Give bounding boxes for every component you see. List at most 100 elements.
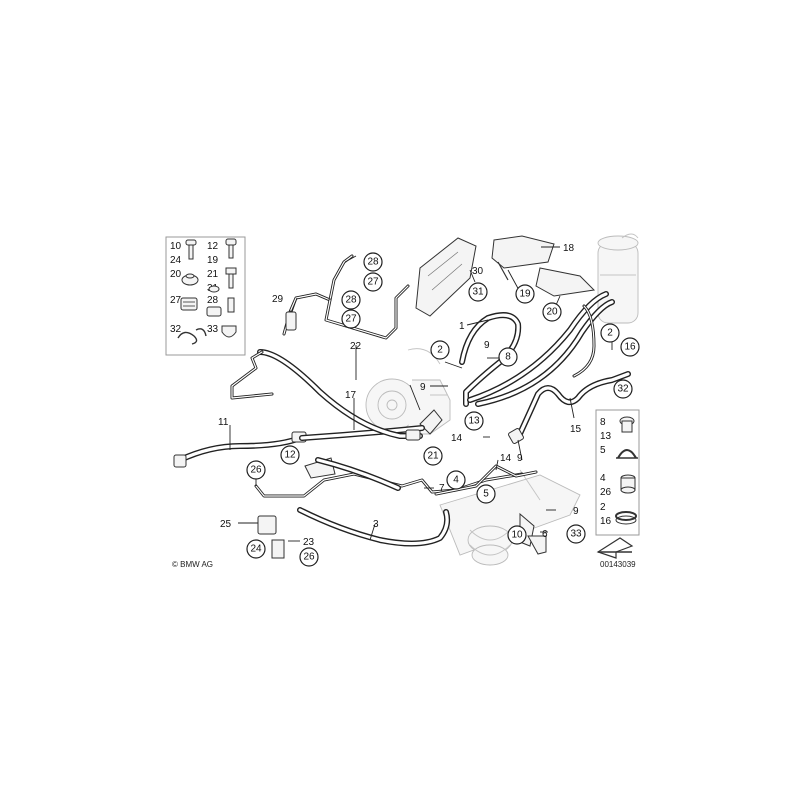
svg-text:27: 27 (345, 314, 357, 325)
legend-left-a-3: 21 (207, 269, 219, 280)
callout-5: 5 (476, 484, 496, 504)
hose-1 (459, 312, 522, 407)
svg-text:33: 33 (570, 529, 582, 540)
legend-left-a-7: 33 (207, 324, 219, 335)
callout-4: 4 (446, 470, 466, 490)
hose-3 (297, 507, 451, 547)
label-14-a: 14 (451, 433, 463, 444)
legend-left-b-1: 19 (207, 255, 219, 266)
legend-left-a-5: 28 (207, 295, 219, 306)
callout-2-reservoir: 2 (600, 323, 620, 343)
bracket-6 (527, 535, 547, 555)
svg-text:26: 26 (250, 465, 262, 476)
legend-box-left: 10 24 12 19 20 21 31 27 (165, 236, 246, 356)
legend-right-b-0: 13 (600, 431, 612, 442)
pipe-lower (254, 457, 538, 498)
svg-text:24: 24 (250, 544, 262, 555)
svg-text:28: 28 (367, 257, 379, 268)
callout-20: 20 (542, 302, 562, 322)
legend-right-b-2: 26 (600, 487, 612, 498)
callout-2-hose: 2 (430, 340, 450, 360)
power-steering-pump (365, 348, 451, 435)
bracket-21 (419, 409, 443, 435)
hose-17 (299, 425, 425, 441)
svg-text:31: 31 (472, 287, 484, 298)
label-29: 29 (272, 294, 284, 305)
callout-28-mid: 28 (341, 290, 361, 310)
legend-left-a-1: 12 (207, 241, 219, 252)
nut-icon (208, 285, 220, 293)
svg-text:28: 28 (345, 295, 357, 306)
svg-text:13: 13 (468, 416, 480, 427)
hose-clip-icon (177, 328, 207, 345)
svg-text:32: 32 (617, 384, 629, 395)
label-1: 1 (459, 321, 465, 332)
holder-25 (257, 515, 277, 535)
svg-text:21: 21 (427, 451, 439, 462)
callout-26-lower: 26 (299, 547, 319, 567)
leader-lines (229, 246, 613, 542)
label-11: 11 (218, 417, 229, 428)
plug-cap-icon (619, 416, 635, 433)
hose-clamp-icon (615, 511, 637, 525)
cap-icon (221, 325, 237, 338)
label-15: 15 (570, 424, 582, 435)
svg-text:20: 20 (546, 307, 558, 318)
legend-box-right: 8 13 5 4 26 2 16 (595, 409, 640, 536)
bracket-block-icon (206, 306, 222, 317)
hose-16 (572, 304, 596, 378)
holder-24 (271, 539, 285, 559)
hex-bolt-icon (225, 267, 237, 289)
legend-right-b-3: 16 (600, 516, 612, 527)
callout-21: 21 (423, 446, 443, 466)
bolt-icon (225, 238, 237, 259)
heat-shield-30 (415, 237, 477, 317)
seal-sleeve-icon (620, 474, 636, 494)
callout-10: 10 (507, 525, 527, 545)
label-22: 22 (350, 341, 362, 352)
drawing-number: 00143039 (600, 560, 636, 569)
svg-text:5: 5 (483, 489, 489, 500)
legend-left-a-4: 27 (170, 295, 182, 306)
callout-12: 12 (280, 445, 300, 465)
label-17: 17 (345, 390, 357, 401)
svg-text:8: 8 (505, 352, 511, 363)
legend-right-a-2: 4 (600, 473, 606, 484)
steering-gear-rack (439, 469, 581, 566)
label-9-a: 9 (484, 340, 490, 351)
grommet-icon (181, 273, 199, 286)
svg-text:16: 16 (624, 342, 636, 353)
copyright-text: © BMW AG (172, 560, 213, 569)
legend-left-a-6: 32 (170, 324, 182, 335)
label-30: 30 (472, 266, 484, 277)
label-3: 3 (373, 519, 379, 530)
label-14-b: 14 (500, 453, 512, 464)
hose-22 (230, 349, 423, 441)
callout-33: 33 (566, 524, 586, 544)
callout-28-top: 28 (363, 252, 383, 272)
clip-holder-icon (180, 297, 198, 311)
label-7: 7 (439, 483, 445, 494)
callout-8: 8 (498, 347, 518, 367)
label-18: 18 (563, 243, 575, 254)
legend-right-a-0: 8 (600, 417, 606, 428)
label-9-b: 9 (420, 382, 426, 393)
label-6: 6 (542, 529, 548, 540)
direction-arrow-icon (596, 537, 634, 559)
legend-right-a-3: 2 (600, 502, 606, 513)
hoses-to-reservoir (467, 291, 615, 407)
pipe-29 (282, 254, 410, 340)
callout-16: 16 (620, 337, 640, 357)
callout-19: 19 (515, 284, 535, 304)
svg-text:12: 12 (284, 450, 296, 461)
svg-text:2: 2 (437, 345, 443, 356)
heat-shield-20 (535, 267, 596, 297)
legend-left-b-0: 24 (170, 255, 182, 266)
svg-text:19: 19 (519, 289, 531, 300)
label-23: 23 (303, 537, 315, 548)
callout-27-top: 27 (363, 272, 383, 292)
label-25: 25 (220, 519, 232, 530)
callout-32: 32 (613, 379, 633, 399)
stud-icon (227, 297, 235, 313)
svg-text:4: 4 (453, 475, 459, 486)
